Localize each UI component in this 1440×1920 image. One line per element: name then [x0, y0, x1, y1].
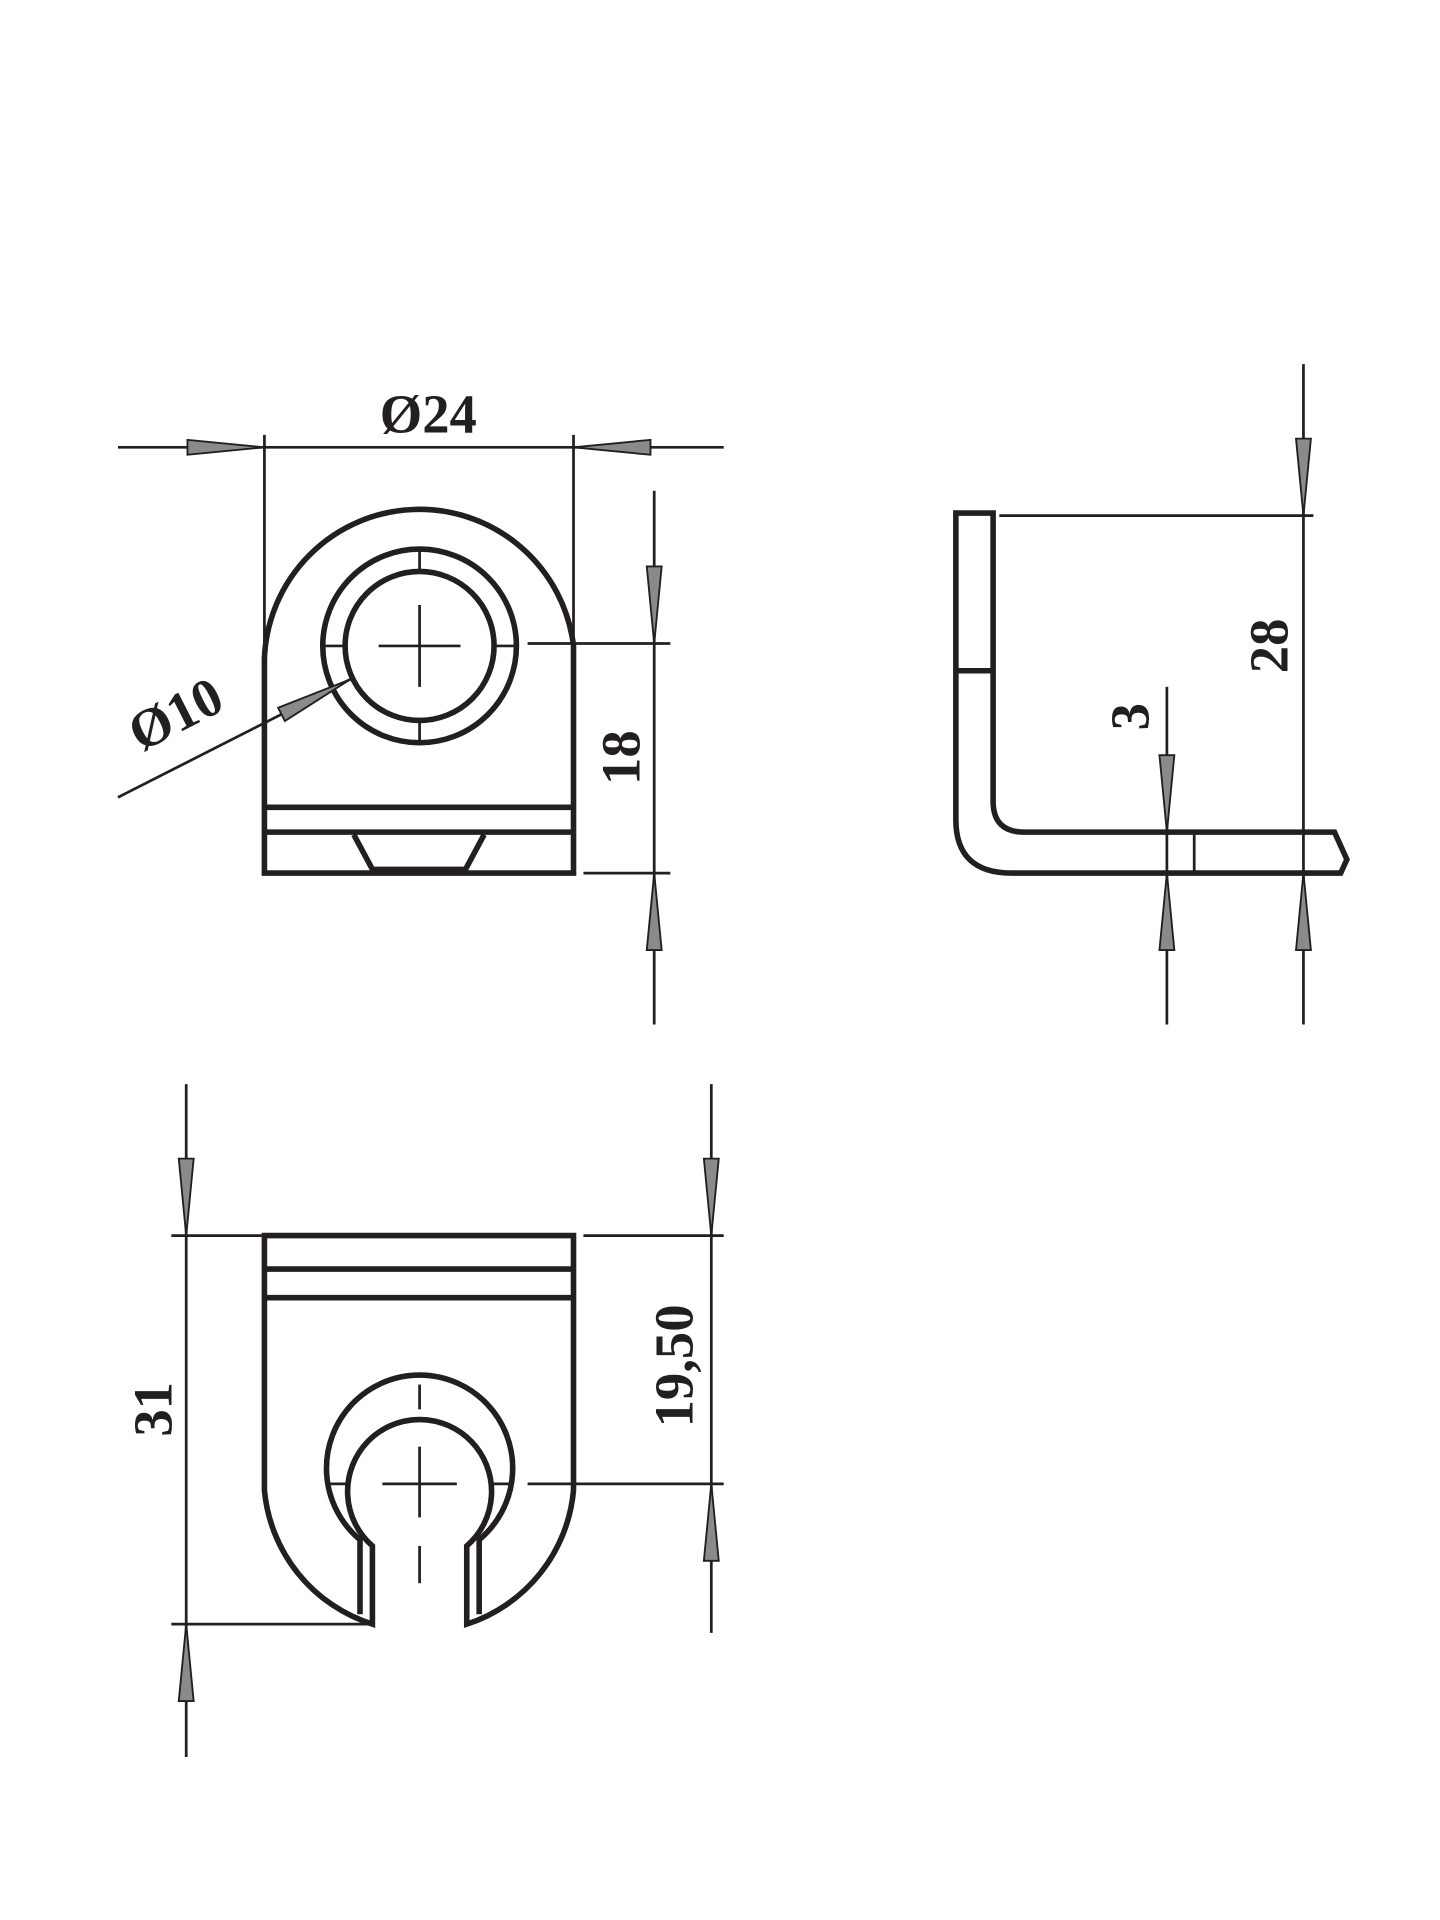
dimension-31: 31: [122, 1084, 373, 1757]
side-view: 28 3: [953, 364, 1350, 1025]
dimension-diameter-24: Ø24: [117, 383, 724, 659]
side-outline: [953, 510, 1350, 876]
dimension-28: 28: [999, 364, 1314, 1025]
dimension-label: 28: [1238, 619, 1299, 674]
dimension-3: 3: [1099, 686, 1176, 1025]
dimension-label: 3: [1099, 703, 1160, 730]
dimension-diameter-10: Ø10: [117, 665, 355, 799]
dimension-label: 19,50: [644, 1304, 705, 1427]
dimension-18: 18: [527, 490, 671, 1025]
front-outline: [261, 506, 577, 876]
front-view: Ø24 Ø10 18: [117, 383, 724, 1025]
dimension-label: 18: [590, 730, 651, 785]
bottom-view: 31 19,50: [122, 1084, 724, 1757]
bottom-outline: [261, 1232, 577, 1628]
dimension-label: 31: [122, 1382, 183, 1437]
dimension-label: Ø24: [380, 383, 477, 444]
dimension-19-50: 19,50: [527, 1084, 724, 1633]
